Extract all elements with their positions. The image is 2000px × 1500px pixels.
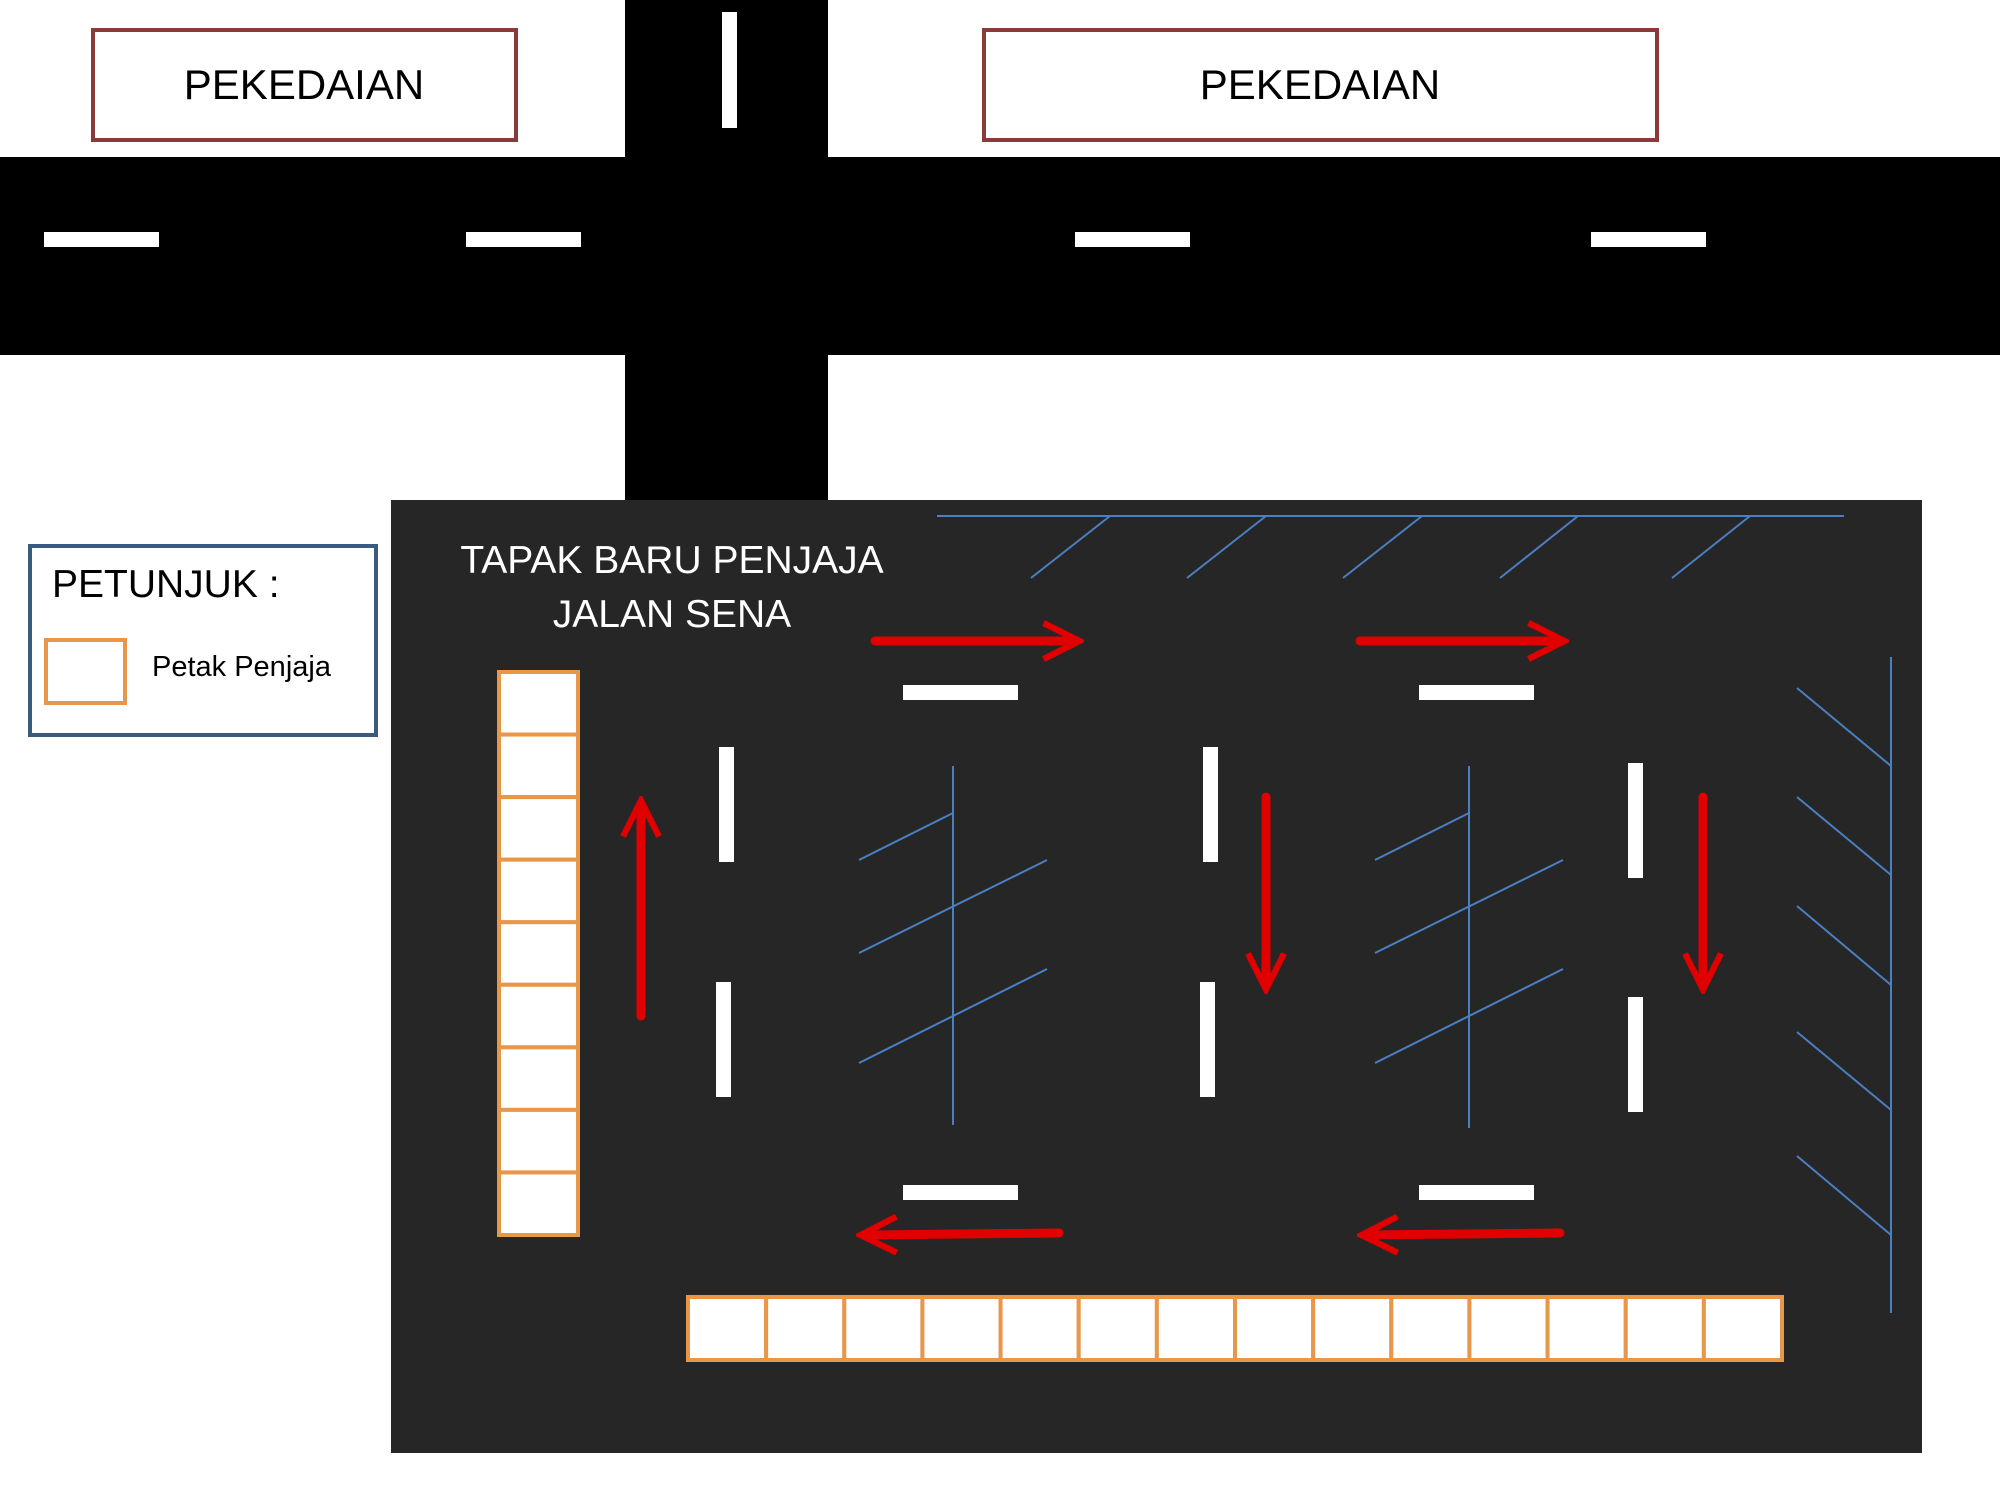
vendor-stall xyxy=(497,732,580,800)
lot-title-line1: TAPAK BARU PENJAJA xyxy=(460,539,883,582)
vendor-stalls-horizontal xyxy=(686,1295,1785,1362)
vendor-stall xyxy=(497,795,580,862)
lane-mark xyxy=(466,232,581,247)
vendor-stall xyxy=(1623,1295,1706,1362)
lane-mark xyxy=(722,12,737,128)
vendor-stall xyxy=(842,1295,925,1362)
vendor-stall xyxy=(1233,1295,1316,1362)
roads xyxy=(0,0,2000,500)
vendor-stall xyxy=(497,982,580,1050)
road-markings xyxy=(44,12,1706,247)
vendor-stall xyxy=(1389,1295,1472,1362)
legend-item-label: Petak Penjaja xyxy=(152,651,332,683)
lane-mark xyxy=(1628,997,1643,1112)
lane-mark xyxy=(1200,982,1215,1097)
lot-lane-markings xyxy=(716,685,1643,1200)
legend: PETUNJUK : Petak Penjaja xyxy=(28,544,378,737)
lane-mark xyxy=(1203,747,1218,862)
vendor-stall xyxy=(1311,1295,1394,1362)
vendor-stall xyxy=(686,1295,769,1362)
traffic-arrows xyxy=(641,641,1703,1235)
shop-left: PEKEDAIAN xyxy=(91,28,518,142)
vendor-stall xyxy=(998,1295,1081,1362)
shop-right: PEKEDAIAN xyxy=(982,28,1659,142)
vendor-stall xyxy=(920,1295,1003,1362)
lane-mark xyxy=(1591,232,1706,247)
lane-mark xyxy=(1419,1185,1534,1200)
lane-mark xyxy=(1075,232,1190,247)
vendor-stalls-vertical xyxy=(497,670,580,1238)
vendor-stall xyxy=(1076,1295,1159,1362)
shop-left-label: PEKEDAIAN xyxy=(184,61,424,108)
main-road xyxy=(0,157,2000,355)
lane-mark xyxy=(1628,763,1643,878)
vendor-stall xyxy=(497,1107,580,1175)
lane-mark xyxy=(903,1185,1018,1200)
vendor-stall xyxy=(1154,1295,1238,1362)
vendor-stall xyxy=(497,920,580,987)
lane-mark xyxy=(903,685,1018,700)
vendor-stall xyxy=(497,670,580,737)
legend-stall-swatch xyxy=(44,638,127,705)
traffic-arrow-left xyxy=(865,1233,1064,1235)
vendor-stall xyxy=(1701,1295,1785,1362)
vendor-stall xyxy=(497,857,580,925)
parking-lines xyxy=(858,515,1892,1313)
vendor-stall xyxy=(1467,1295,1550,1362)
lane-mark xyxy=(1419,685,1534,700)
vendor-stall xyxy=(1545,1295,1628,1362)
traffic-arrow-left xyxy=(1366,1233,1565,1235)
vendor-stall xyxy=(497,1170,580,1238)
vendor-lot xyxy=(391,500,1922,1453)
vendor-stall xyxy=(497,1045,580,1112)
lot-title-line2: JALAN SENA xyxy=(553,593,791,636)
lane-mark xyxy=(44,232,159,247)
shop-right-label: PEKEDAIAN xyxy=(1200,61,1440,108)
lane-mark xyxy=(719,747,734,862)
legend-title: PETUNJUK : xyxy=(52,563,280,606)
lane-mark xyxy=(716,982,731,1097)
vendor-stall xyxy=(764,1295,847,1362)
